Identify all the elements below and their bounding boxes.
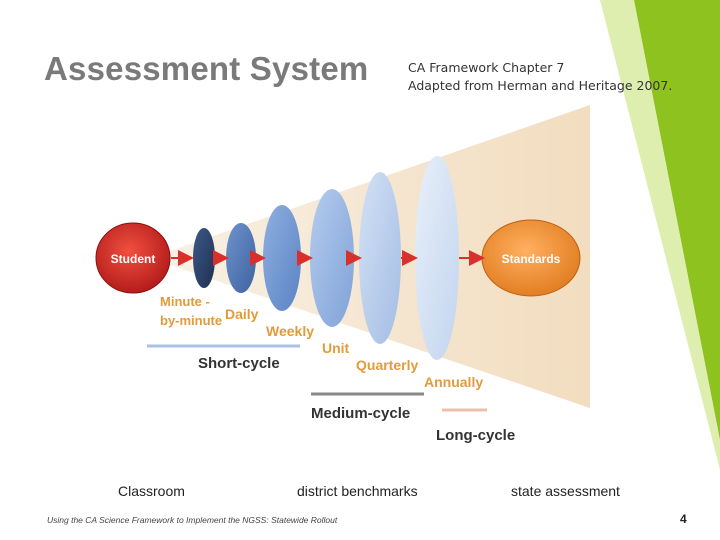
cycle-label-minute: Minute -	[160, 294, 210, 309]
cycle-ellipse-quarterly	[359, 172, 401, 344]
cycle-label-by-minute: by-minute	[160, 313, 222, 328]
cycle-ellipse-weekly	[263, 205, 301, 311]
cycle-ellipse-annually	[415, 156, 459, 360]
classroom-label: Classroom	[118, 483, 185, 499]
cycle-label-annually: Annually	[424, 374, 483, 390]
long-cycle-label: Long-cycle	[436, 427, 515, 444]
cycle-ellipse-minute	[193, 228, 215, 288]
state-assessment-label: state assessment	[511, 483, 620, 499]
medium-cycle-label: Medium-cycle	[311, 405, 410, 422]
standards-label: Standards	[502, 252, 561, 266]
cycle-label-weekly: Weekly	[266, 323, 314, 339]
cycle-ellipse-daily	[226, 223, 256, 293]
student-label: Student	[111, 252, 156, 266]
short-cycle-label: Short-cycle	[198, 355, 280, 372]
district-benchmarks-label: district benchmarks	[297, 483, 418, 499]
cycle-label-quarterly: Quarterly	[356, 357, 418, 373]
page-number: 4	[680, 512, 687, 526]
slide-footer: Using the CA Science Framework to Implem…	[47, 515, 337, 525]
cycle-label-unit: Unit	[322, 340, 350, 356]
cycle-label-daily: Daily	[225, 306, 259, 322]
cycle-ellipse-unit	[310, 189, 354, 327]
